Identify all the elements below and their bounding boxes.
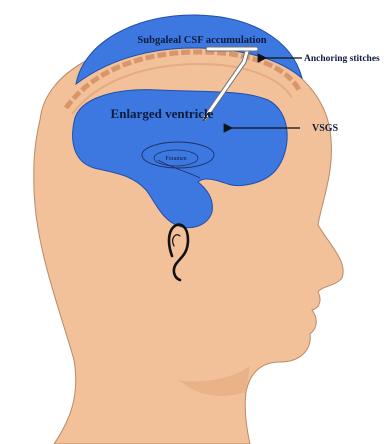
label-enlarged-ventricle: Enlarged ventricle xyxy=(111,106,214,121)
label-inner-structure: Foramen xyxy=(165,156,186,162)
label-subgaleal: Subgaleal CSF accumulation xyxy=(137,35,266,46)
label-anchoring: Anchoring stitches xyxy=(304,54,380,64)
label-vsgs: VSGS xyxy=(312,123,339,134)
